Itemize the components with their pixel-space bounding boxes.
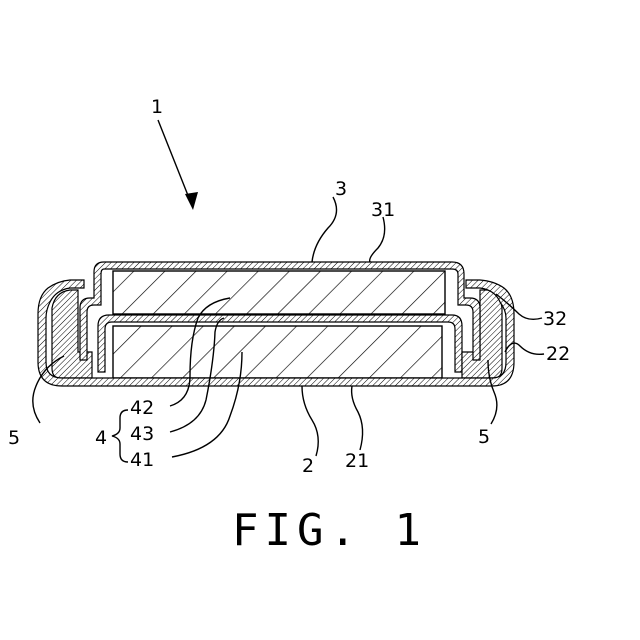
label-31: 31 bbox=[371, 199, 395, 221]
label-5-right: 5 bbox=[478, 426, 490, 448]
leader-3 bbox=[312, 197, 337, 262]
lower-electrode-41 bbox=[113, 326, 442, 378]
label-22: 22 bbox=[546, 343, 570, 365]
figure-caption: FIG. 1 bbox=[232, 505, 427, 556]
label-43: 43 bbox=[130, 423, 154, 445]
label-5-left: 5 bbox=[8, 427, 20, 449]
label-4: 4 bbox=[95, 427, 107, 449]
label-41: 41 bbox=[130, 449, 154, 471]
label-device-1: 1 bbox=[151, 96, 163, 118]
leader-2 bbox=[302, 386, 318, 456]
label-32: 32 bbox=[543, 308, 567, 330]
brace-4 bbox=[112, 410, 128, 462]
upper-electrode-42 bbox=[113, 271, 445, 314]
label-21: 21 bbox=[345, 450, 369, 472]
label-3: 3 bbox=[335, 178, 347, 200]
label-2: 2 bbox=[302, 455, 314, 477]
label-42: 42 bbox=[130, 397, 154, 419]
leader-21 bbox=[352, 386, 363, 450]
leader-31 bbox=[370, 217, 385, 262]
device-arrow-head bbox=[185, 192, 198, 210]
